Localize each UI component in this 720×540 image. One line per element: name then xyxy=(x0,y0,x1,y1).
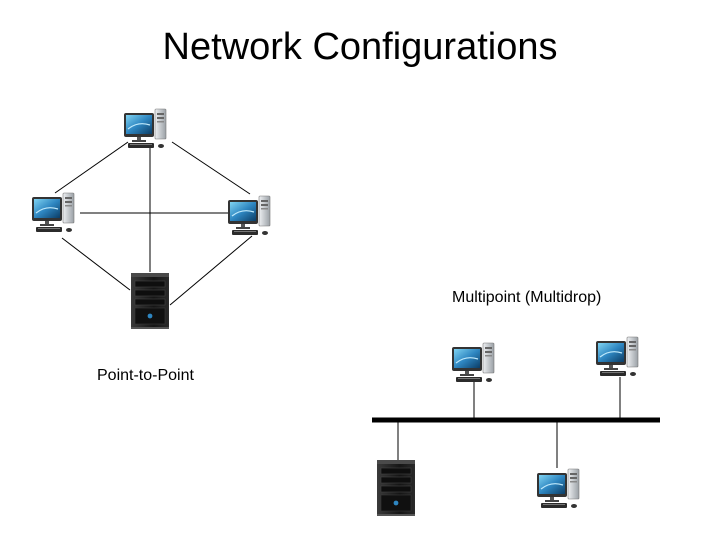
server-icon xyxy=(130,272,170,330)
server-icon xyxy=(376,459,416,517)
point-to-point-label: Point-to-Point xyxy=(97,367,194,384)
multipoint-label: Multipoint (Multidrop) xyxy=(452,289,602,306)
workstation-icon xyxy=(123,108,167,149)
p2p-link-top-right xyxy=(171,141,251,195)
p2p-link-right-server xyxy=(169,235,253,306)
p2p-links xyxy=(54,141,253,306)
page-title: Network Configurations xyxy=(162,26,558,68)
workstation-icon xyxy=(536,468,580,509)
workstation-icon xyxy=(227,195,271,236)
p2p-link-left-server xyxy=(61,237,131,291)
workstation-icon xyxy=(451,342,495,383)
workstation-icon xyxy=(595,336,639,377)
p2p-link-top-left xyxy=(54,141,129,194)
workstation-icon xyxy=(31,192,75,233)
multipoint-bus xyxy=(372,377,660,468)
